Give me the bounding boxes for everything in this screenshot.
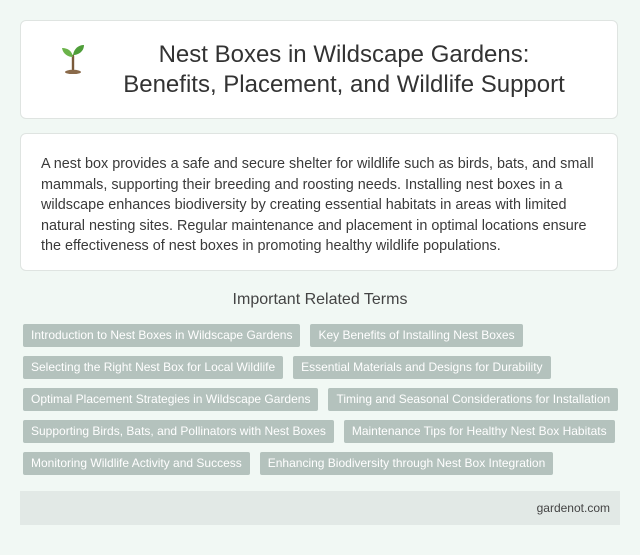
term-tag[interactable]: Supporting Birds, Bats, and Pollinators … — [23, 420, 334, 443]
title-card: Nest Boxes in Wildscape Gardens: Benefit… — [20, 20, 618, 119]
footer: gardenot.com — [20, 491, 620, 525]
title-wrap: Nest Boxes in Wildscape Gardens: Benefit… — [35, 40, 603, 100]
term-tag[interactable]: Key Benefits of Installing Nest Boxes — [310, 324, 523, 347]
term-tag[interactable]: Selecting the Right Nest Box for Local W… — [23, 356, 284, 379]
term-tag[interactable]: Essential Materials and Designs for Dura… — [293, 356, 551, 379]
term-tag[interactable]: Enhancing Biodiversity through Nest Box … — [259, 452, 554, 475]
term-tag[interactable]: Optimal Placement Strategies in Wildscap… — [23, 388, 319, 411]
site-link[interactable]: gardenot.com — [536, 501, 610, 515]
term-tag[interactable]: Introduction to Nest Boxes in Wildscape … — [23, 324, 301, 347]
term-tag[interactable]: Timing and Seasonal Considerations for I… — [328, 388, 619, 411]
related-terms-list: Introduction to Nest Boxes in Wildscape … — [23, 324, 623, 475]
term-tag[interactable]: Monitoring Wildlife Activity and Success — [23, 452, 250, 475]
page-title: Nest Boxes in Wildscape Gardens: Benefit… — [123, 40, 565, 98]
term-tag[interactable]: Maintenance Tips for Healthy Nest Box Ha… — [343, 420, 615, 443]
related-terms-heading: Important Related Terms — [232, 291, 408, 308]
intro-card: A nest box provides a safe and secure sh… — [20, 133, 618, 271]
intro-paragraph: A nest box provides a safe and secure sh… — [41, 156, 594, 254]
seedling-icon — [62, 44, 84, 74]
